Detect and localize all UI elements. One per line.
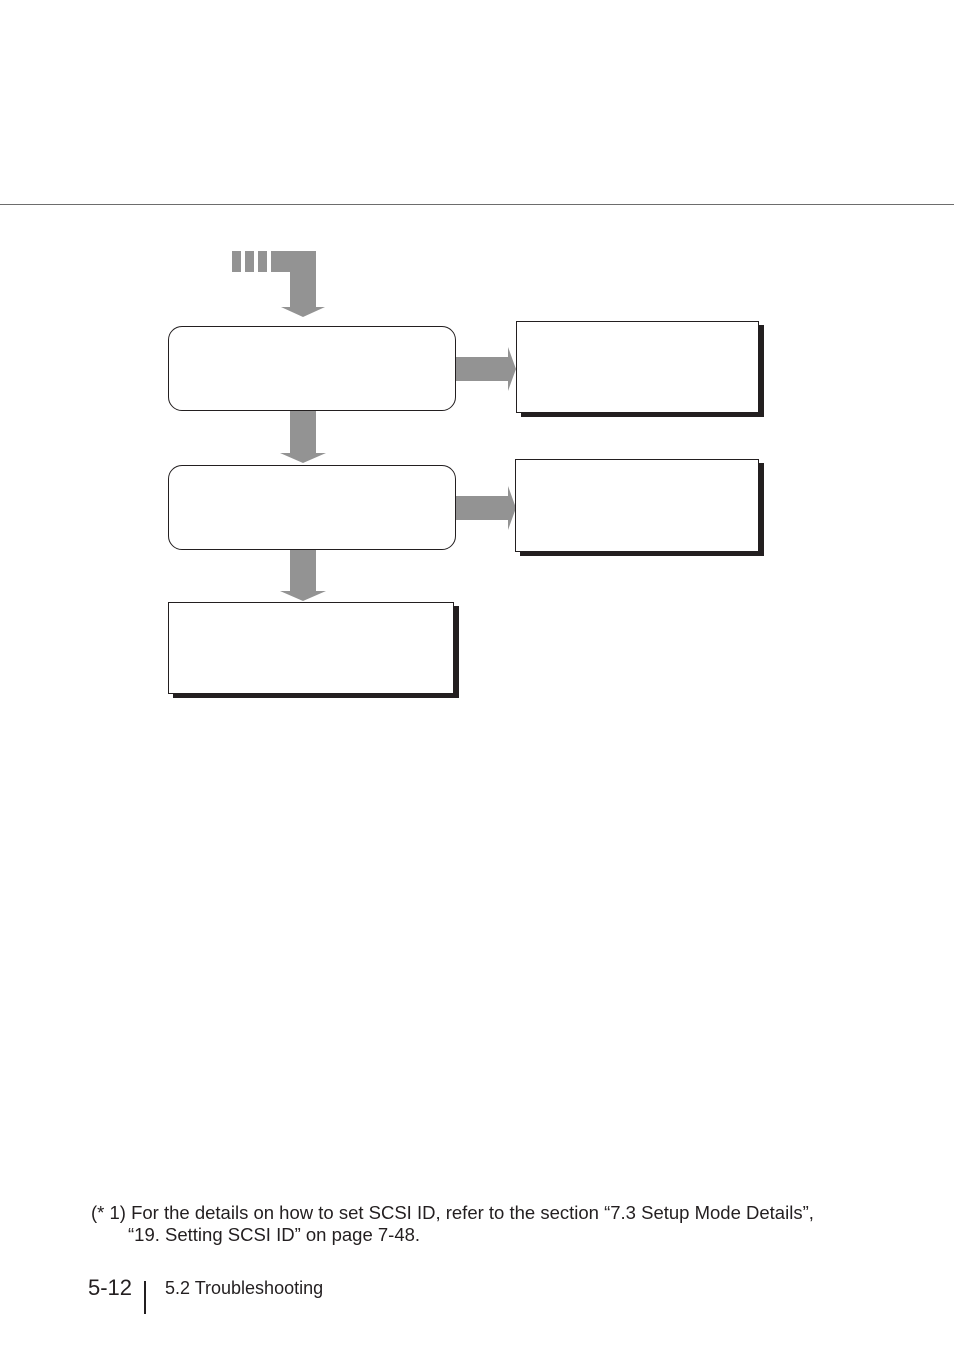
header-rule bbox=[0, 204, 954, 205]
section-label: 5.2 Troubleshooting bbox=[165, 1278, 324, 1298]
footnote-line-2: “19. Setting SCSI ID” on page 7-48. bbox=[128, 1224, 421, 1245]
decision-box-1 bbox=[168, 326, 456, 411]
footnote: (* 1) For the details on how to set SCSI… bbox=[91, 1202, 891, 1246]
right-arrow-2 bbox=[456, 486, 516, 530]
flowchart-arrows bbox=[232, 251, 516, 601]
page-number: 5-12 bbox=[88, 1275, 133, 1300]
entry-connector-arrow bbox=[232, 251, 325, 317]
final-result-box bbox=[168, 602, 454, 694]
result-box-2 bbox=[515, 459, 759, 552]
down-arrow-1 bbox=[280, 411, 326, 463]
decision-box-2 bbox=[168, 465, 456, 550]
result-box-1 bbox=[516, 321, 759, 413]
footer-divider bbox=[144, 1281, 146, 1314]
down-arrow-2 bbox=[280, 550, 326, 601]
footnote-line-1: (* 1) For the details on how to set SCSI… bbox=[91, 1202, 814, 1223]
right-arrow-1 bbox=[456, 347, 516, 391]
